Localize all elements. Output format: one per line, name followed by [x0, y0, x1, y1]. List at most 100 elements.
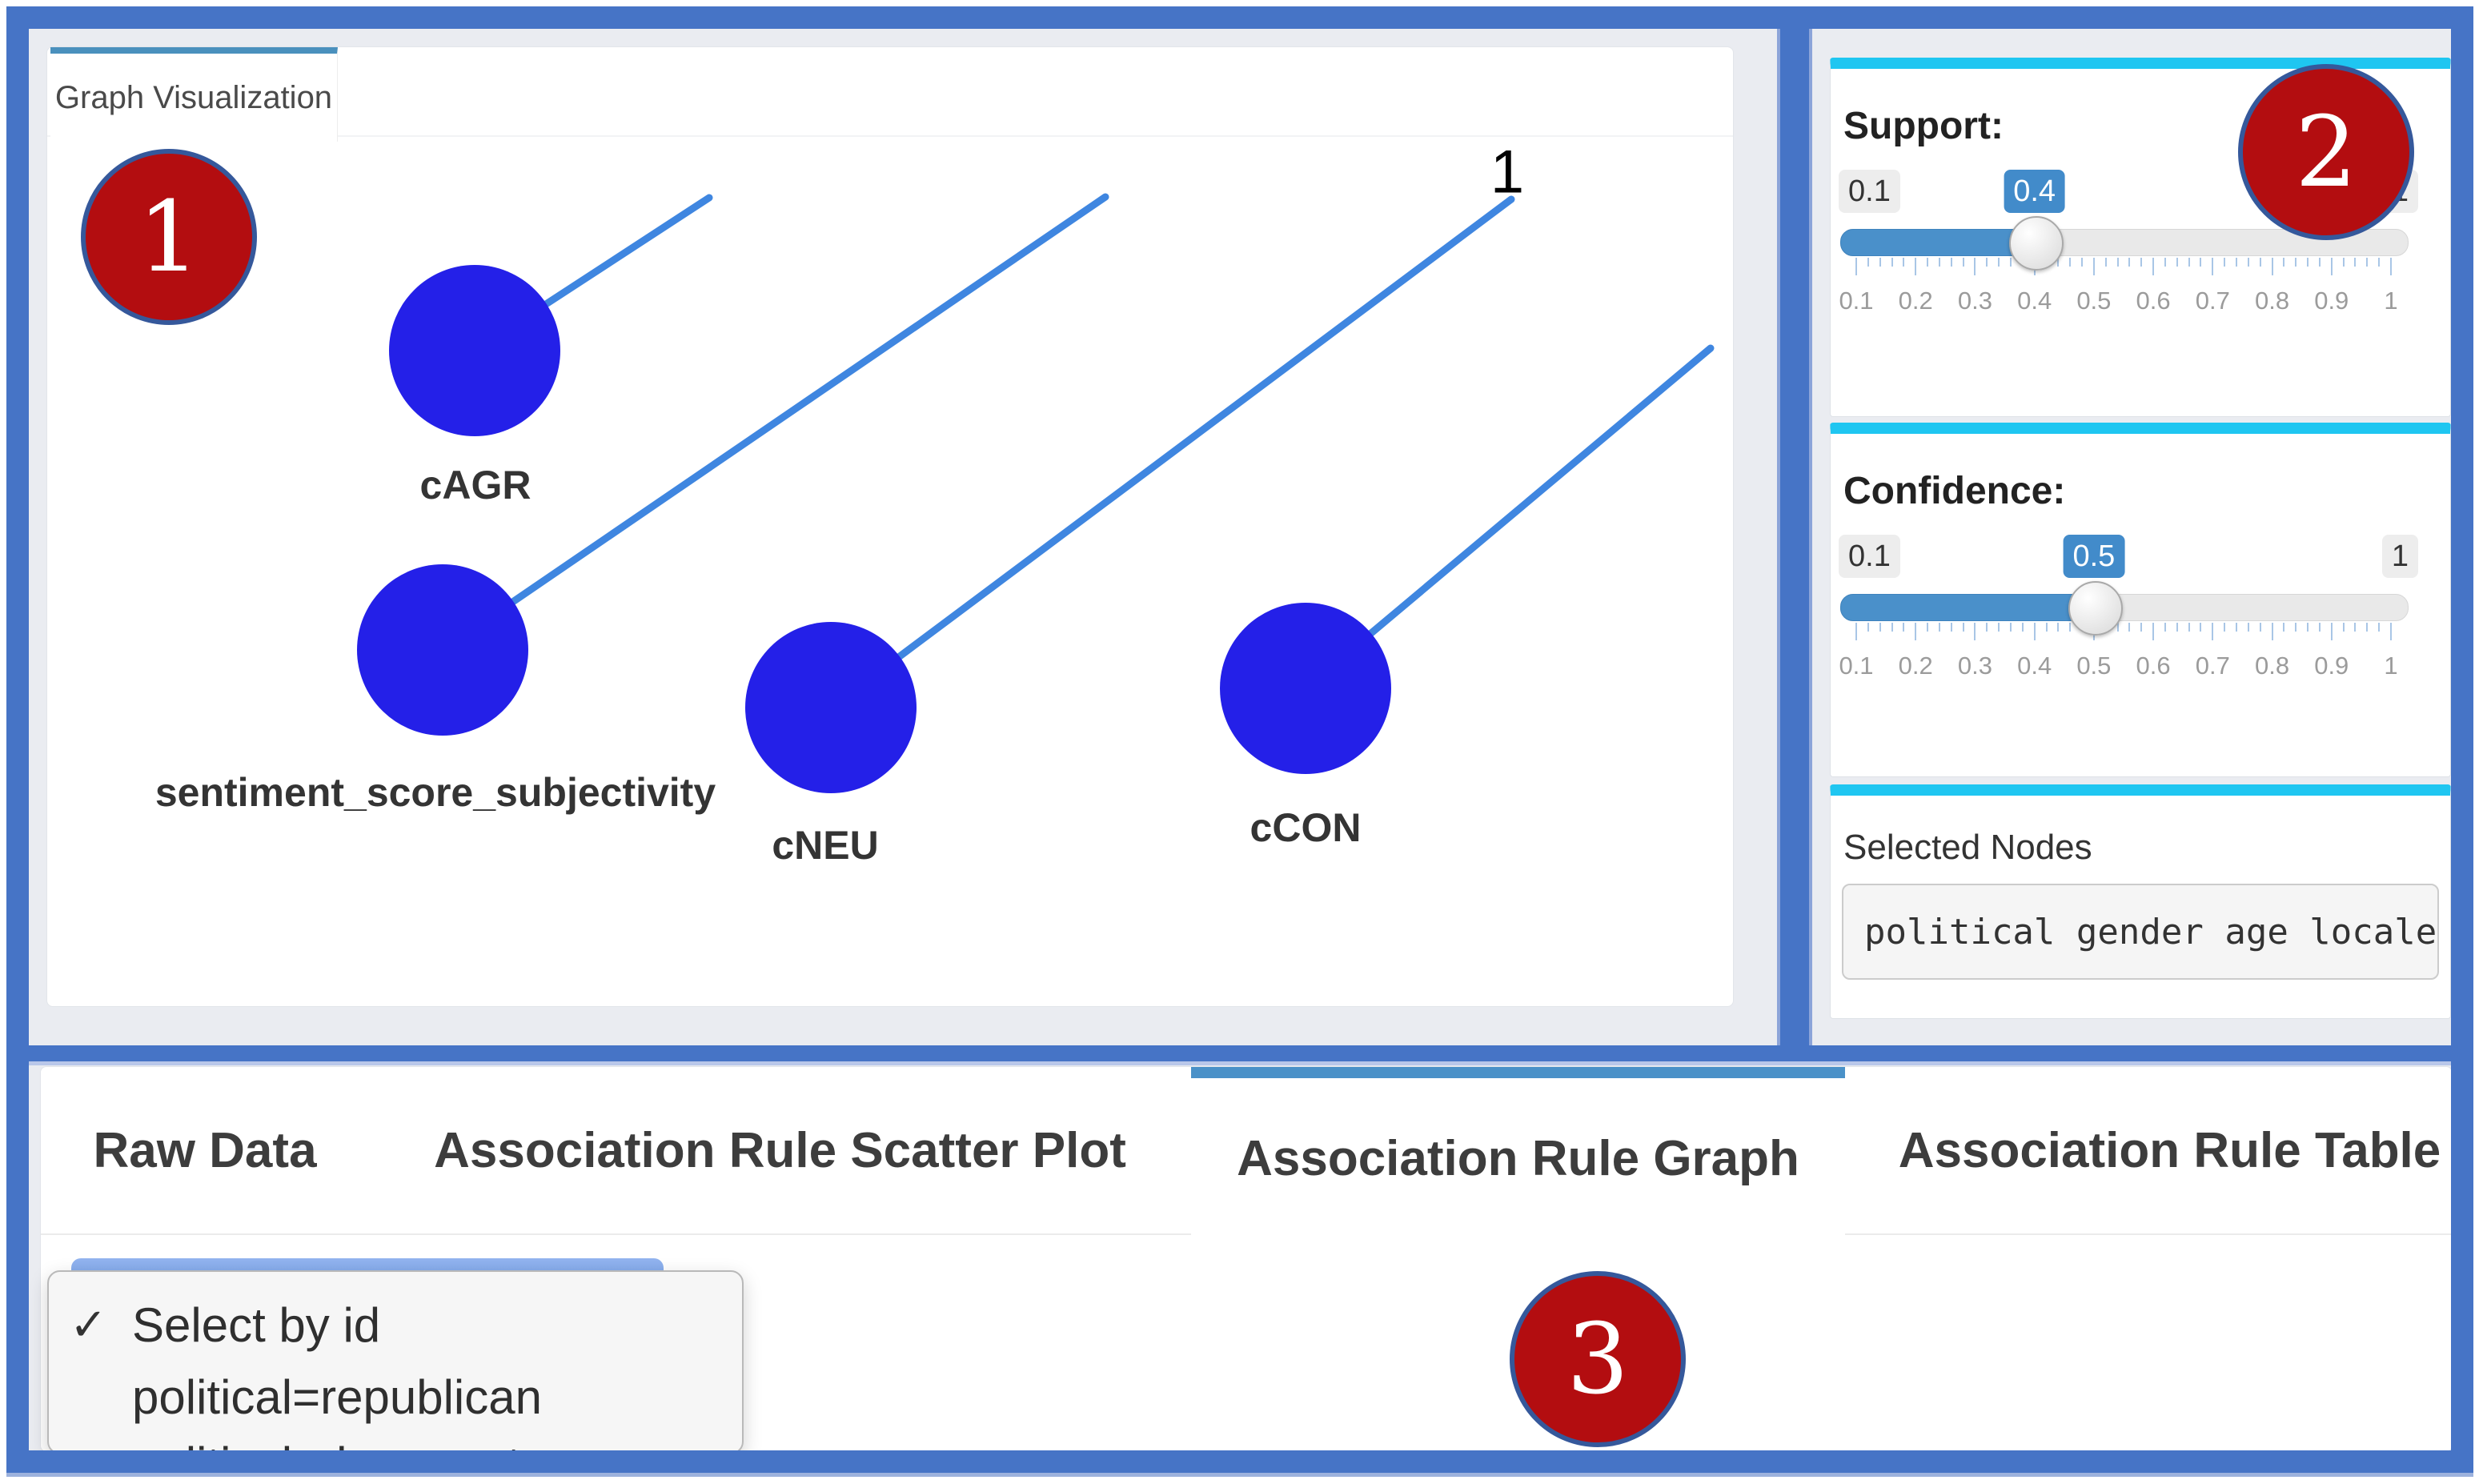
confidence-tick-label: 0.7: [2195, 652, 2230, 680]
tab-raw-data[interactable]: Raw Data: [41, 1067, 369, 1233]
confidence-tick-label: 1: [2384, 652, 2398, 680]
confidence-tick-major: [2152, 623, 2155, 640]
confidence-tick-label: 0.2: [1898, 652, 1933, 680]
support-min-badge: 0.1: [1839, 170, 1900, 213]
confidence-tick-minor: [1867, 623, 1869, 632]
annotation-circle-1: 1: [81, 149, 257, 325]
support-tick-minor: [2081, 258, 2084, 267]
tab-raw-data-label: Raw Data: [93, 1122, 317, 1178]
network-graph: [357, 193, 1715, 793]
graph-node-cNEU[interactable]: [745, 622, 917, 793]
confidence-tick-minor: [2057, 623, 2060, 632]
support-tick-minor: [2116, 258, 2119, 267]
confidence-tick-minor: [1938, 623, 1940, 632]
support-tick-minor: [2259, 258, 2261, 267]
confidence-tick-major: [2212, 623, 2214, 640]
confidence-tick-minor: [1986, 623, 1988, 632]
support-tick-minor: [2366, 258, 2369, 267]
confidence-tick-minor: [1879, 623, 1881, 632]
support-tick-minor: [1879, 258, 1881, 267]
node-label-cNEU: cNEU: [772, 823, 879, 868]
frame-border-left: [6, 6, 29, 1473]
support-tick-minor: [2236, 258, 2238, 267]
confidence-tick-major: [2033, 623, 2036, 640]
confidence-tick-minor: [2378, 623, 2381, 632]
graph-node-cAGR[interactable]: [389, 265, 560, 436]
support-tick-minor: [1986, 258, 1988, 267]
support-tick-major: [1974, 258, 1976, 275]
support-tick-minor: [2128, 258, 2131, 267]
support-slider-fill: [1840, 229, 2036, 256]
support-title: Support:: [1843, 105, 2004, 147]
confidence-tick-minor: [2224, 623, 2226, 632]
confidence-tick-minor: [2318, 623, 2321, 632]
confidence-slider-handle[interactable]: [2068, 581, 2123, 636]
tab-association-rule-graph-label: Association Rule Graph: [1237, 1130, 1799, 1186]
graph-edge-cAGR[interactable]: [542, 194, 713, 308]
dropdown-option-label: Select by id: [132, 1297, 381, 1352]
graph-edge-cCON[interactable]: [1367, 344, 1715, 637]
selected-nodes-value: political gender age locale: [1864, 911, 2437, 953]
support-tick-label: 0.3: [1957, 287, 1992, 315]
confidence-tick-minor: [2128, 623, 2131, 632]
support-value-badge: 0.4: [2004, 170, 2066, 213]
confidence-tick-major: [2390, 623, 2392, 640]
support-tick-minor: [2069, 258, 2072, 267]
support-tick-minor: [2104, 258, 2107, 267]
support-tick-major: [2390, 258, 2392, 275]
support-slider-handle[interactable]: [2008, 216, 2064, 271]
tab-association-rule-table-label: Association Rule Table: [1898, 1122, 2441, 1178]
confidence-tick-label: 0.5: [2076, 652, 2112, 680]
support-tick-minor: [2057, 258, 2060, 267]
confidence-tick-major: [2271, 623, 2273, 640]
support-tick-label: 0.2: [1898, 287, 1933, 315]
support-tick-label: 0.6: [2136, 287, 2171, 315]
tab-association-rule-scatter-plot[interactable]: Association Rule Scatter Plot: [369, 1067, 1191, 1233]
tab-graph-visualization[interactable]: Graph Visualization: [50, 47, 338, 142]
confidence-tick-minor: [2069, 623, 2072, 632]
tab-association-rule-table[interactable]: Association Rule Table: [1845, 1067, 2483, 1233]
support-tick-major: [2330, 258, 2333, 275]
frame-border-right: [2451, 6, 2473, 1473]
support-tick-minor: [1891, 258, 1893, 267]
confidence-tick-major: [2330, 623, 2333, 640]
support-tick-minor: [1950, 258, 1952, 267]
frame-border-top: [6, 6, 2473, 29]
confidence-tick-major: [1915, 623, 1917, 640]
annotation-circle-1-number: 1: [138, 180, 200, 294]
confidence-tick-minor: [1891, 623, 1893, 632]
graph-node-sentiment_score_subjectivity[interactable]: [357, 564, 528, 736]
support-tick-minor: [2342, 258, 2345, 267]
confidence-tick-label: 0.4: [2017, 652, 2052, 680]
support-tick-minor: [2009, 258, 2012, 267]
support-tick-minor: [1867, 258, 1869, 267]
graph-edge-cNEU[interactable]: [896, 195, 1515, 660]
selected-nodes-card: Selected Nodes political gender age loca…: [1830, 784, 2451, 1019]
tab-association-rule-graph[interactable]: Association Rule Graph: [1191, 1067, 1845, 1238]
dropdown-option-political-democrat[interactable]: political=democrat: [49, 1429, 742, 1454]
graph-edge-sentiment_score_subjectivity[interactable]: [510, 193, 1109, 605]
support-tick-minor: [2295, 258, 2297, 267]
graph-node-cCON[interactable]: [1220, 603, 1391, 774]
confidence-tick-minor: [2176, 623, 2178, 632]
support-tick-label: 0.7: [2195, 287, 2230, 315]
confidence-tick-minor: [2188, 623, 2190, 632]
dropdown-option-select-by-id[interactable]: ✓ Select by id: [49, 1289, 742, 1360]
bottom-tabbar: Raw Data Association Rule Scatter Plot A…: [41, 1067, 2452, 1238]
support-tick-minor: [1903, 258, 1905, 267]
node-label-sentiment_score_subjectivity: sentiment_score_subjectivity: [154, 770, 716, 815]
confidence-tick-minor: [2236, 623, 2238, 632]
confidence-tick-minor: [2354, 623, 2357, 632]
confidence-tick-minor: [2009, 623, 2012, 632]
frame-border-bottom: [6, 1450, 2473, 1477]
confidence-tick-minor: [2259, 623, 2261, 632]
edge-label: 1: [1490, 138, 1525, 207]
support-tick-minor: [2307, 258, 2309, 267]
support-tick-minor: [2378, 258, 2381, 267]
support-tick-minor: [1927, 258, 1929, 267]
dropdown-option-political-republican[interactable]: political=republican: [49, 1362, 742, 1432]
